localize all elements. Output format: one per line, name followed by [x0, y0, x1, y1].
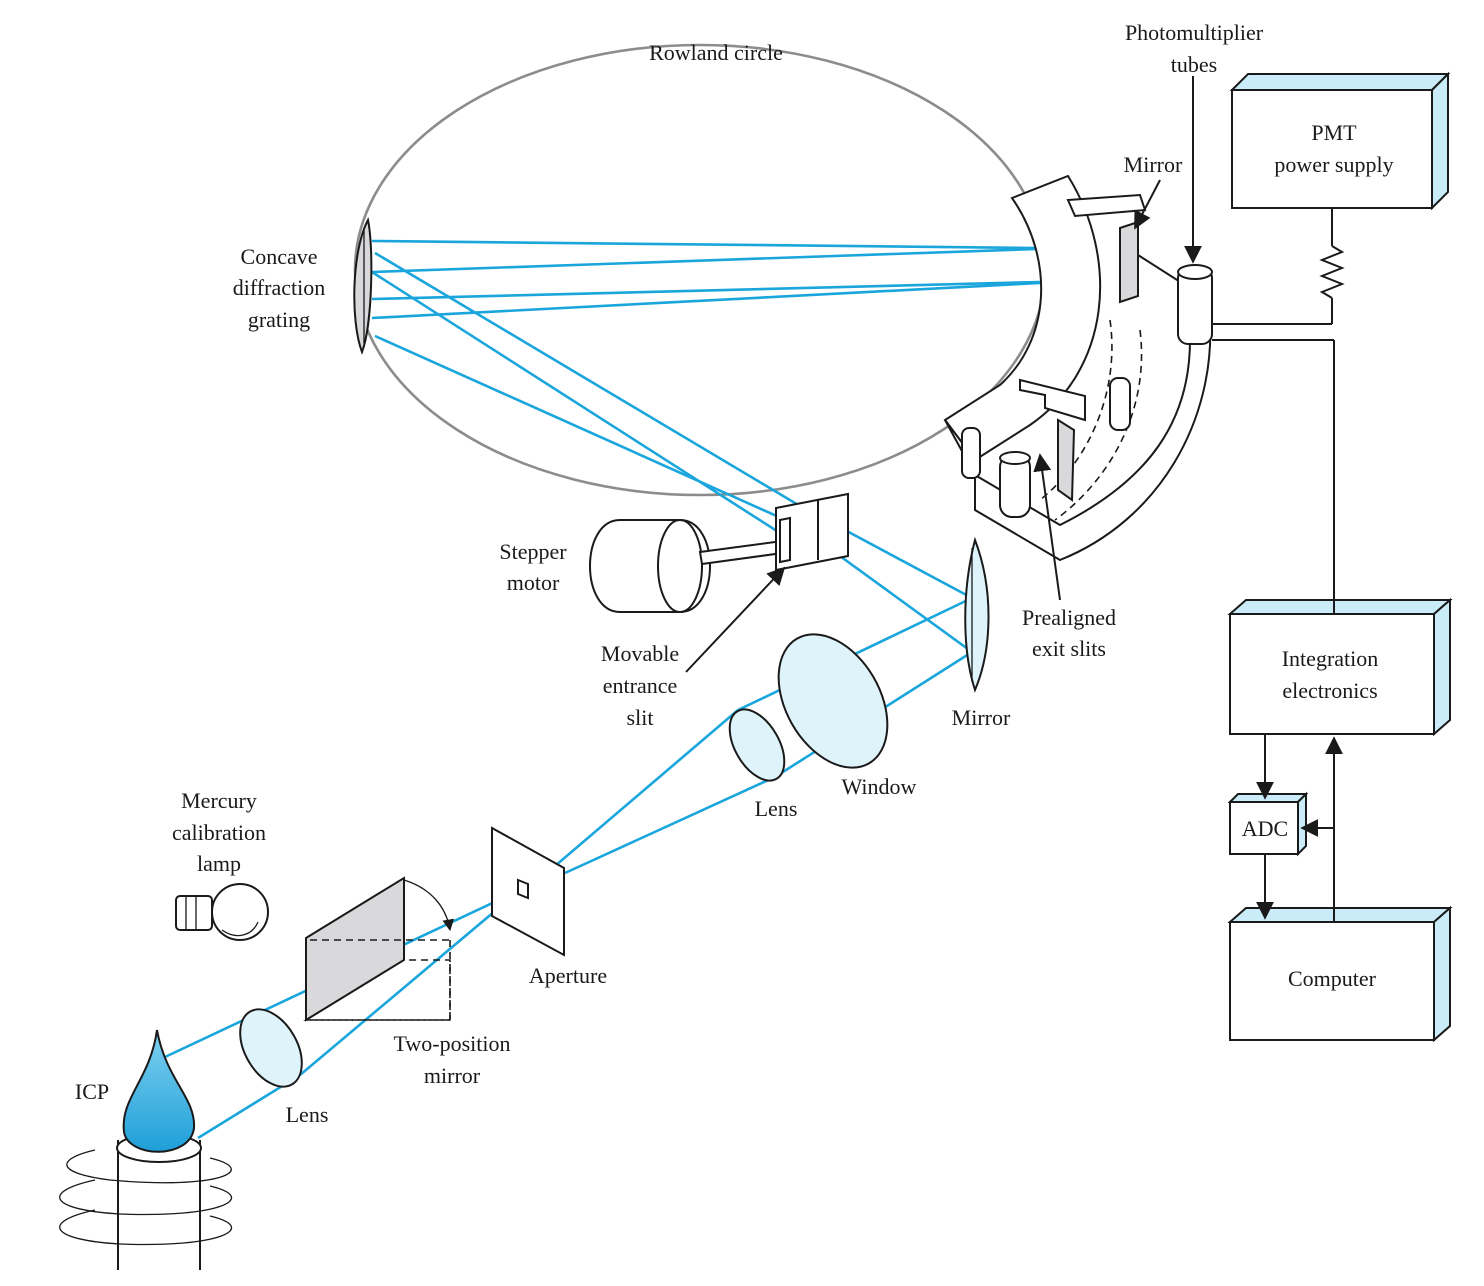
plasma-flame	[122, 1029, 196, 1153]
label-adc: ADC	[1242, 816, 1288, 841]
label-two-position-2: mirror	[424, 1063, 481, 1088]
label-grating-1: Concave	[241, 244, 318, 269]
pmt-cylinder-lower	[999, 451, 1031, 518]
movable-entrance-slit	[775, 492, 849, 572]
label-rowland-circle: Rowland circle	[649, 40, 783, 65]
label-exit-slits-1: Prealigned	[1022, 605, 1116, 630]
label-lens-upper: Lens	[755, 796, 798, 821]
label-entrance-slit-2: entrance	[603, 673, 678, 698]
label-computer: Computer	[1288, 966, 1377, 991]
label-stepper-2: motor	[507, 570, 560, 595]
label-exit-slits-2: exit slits	[1032, 636, 1106, 661]
label-entrance-slit-3: slit	[627, 705, 654, 730]
label-stepper-1: Stepper	[499, 539, 567, 564]
label-pmt-tubes-1: Photomultiplier	[1125, 20, 1264, 45]
label-mercury-3: lamp	[197, 851, 241, 876]
integration-electronics-box	[1227, 597, 1453, 737]
label-icp: ICP	[75, 1079, 109, 1104]
label-aperture: Aperture	[529, 963, 607, 988]
lens-lower	[239, 1008, 303, 1088]
label-grating-2: diffraction	[233, 275, 325, 300]
label-mercury-2: calibration	[172, 820, 266, 845]
label-top-mirror: Mirror	[1124, 152, 1183, 177]
mercury-lamp	[175, 883, 269, 941]
computer-box	[1227, 905, 1453, 1043]
label-window: Window	[842, 774, 917, 799]
label-mirror: Mirror	[952, 705, 1011, 730]
label-two-position-1: Two-position	[393, 1031, 510, 1056]
window	[777, 633, 889, 769]
label-lens-lower: Lens	[286, 1102, 329, 1127]
focusing-mirror	[964, 536, 990, 693]
concave-grating	[353, 217, 373, 355]
label-mercury-1: Mercury	[181, 788, 257, 813]
exit-slit-assembly	[943, 174, 1212, 562]
label-pmt-power-2: power supply	[1274, 152, 1393, 177]
leader-lines	[685, 76, 1202, 673]
label-entrance-slit-1: Movable	[601, 641, 679, 666]
photomultiplier-tube	[1177, 264, 1213, 345]
aperture-plate	[491, 826, 565, 957]
lens-upper	[728, 708, 786, 782]
icp-torch	[59, 1029, 233, 1270]
two-position-mirror	[303, 876, 455, 1022]
label-pmt-power-1: PMT	[1311, 120, 1357, 145]
label-pmt-tubes-2: tubes	[1171, 52, 1217, 77]
label-integration-1: Integration	[1282, 646, 1379, 671]
wiring	[1212, 208, 1345, 922]
stepper-motor	[589, 519, 791, 613]
pmt-power-supply-box	[1229, 71, 1451, 211]
label-grating-3: grating	[248, 307, 310, 332]
label-integration-2: electronics	[1282, 678, 1377, 703]
